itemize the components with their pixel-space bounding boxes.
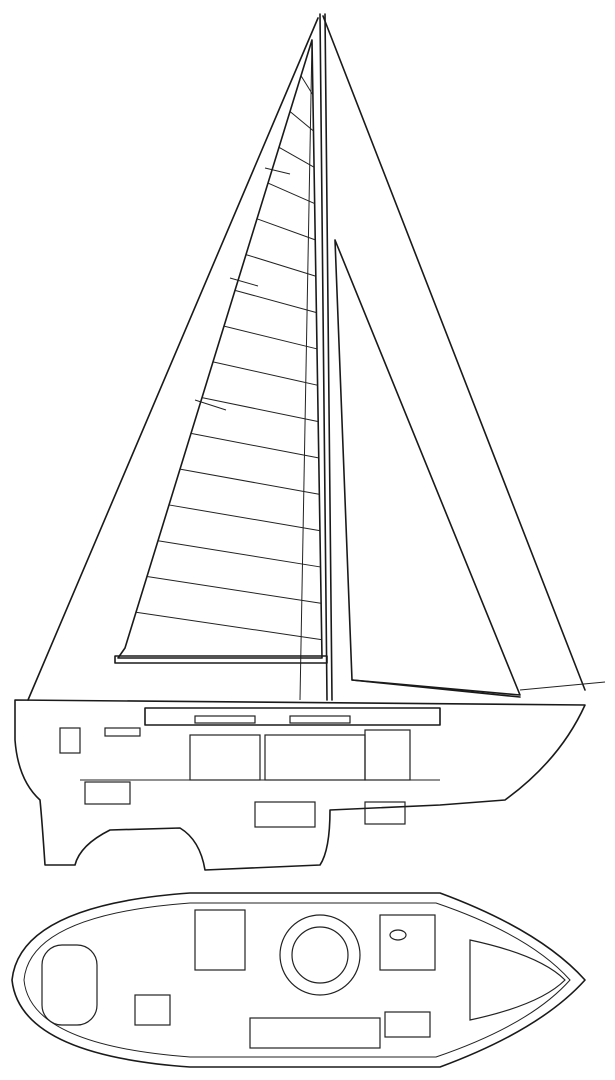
saloon-dinette (279, 914, 361, 996)
reef-point (229, 277, 259, 287)
mainsail (114, 39, 328, 664)
aft-cockpit-grating (41, 944, 98, 1026)
sail-batten-line (234, 289, 317, 313)
hull-outline (14, 699, 586, 871)
reef-point (264, 167, 291, 175)
hull-profile (14, 699, 586, 871)
sail-batten-line (190, 432, 319, 459)
cabin-trunk (144, 707, 441, 726)
galley (194, 909, 246, 971)
mast (319, 13, 328, 701)
deck-plan-outline (11, 892, 586, 1068)
porthole (194, 715, 256, 724)
mainsail-outline (117, 39, 323, 659)
bowsprit-pulpit (519, 681, 606, 691)
staysail-outline (334, 239, 521, 696)
sail-batten-line (267, 182, 315, 204)
sail-batten-line (256, 218, 316, 241)
sink (389, 929, 407, 941)
sail-batten-line (289, 111, 314, 132)
settee (249, 1017, 381, 1049)
reef-point (194, 399, 227, 411)
sail-batten-line (168, 504, 320, 532)
nav-station (134, 994, 171, 1026)
locker (384, 1011, 431, 1038)
porthole (289, 715, 351, 724)
locker (364, 801, 406, 825)
sail-batten-line (223, 325, 317, 350)
head (379, 914, 436, 971)
head-cabinet (364, 729, 411, 781)
main-boom (114, 655, 328, 664)
sail-batten-line (146, 575, 321, 604)
galley-cabinet (189, 734, 261, 781)
sail-batten-line (212, 361, 318, 386)
sail-batten-line (245, 254, 316, 277)
staysail (334, 239, 606, 698)
locker (254, 801, 316, 828)
binnacle (59, 727, 81, 754)
mast-aft-edge (324, 13, 333, 701)
sail-batten-line (179, 468, 320, 495)
saloon-settee (264, 734, 366, 781)
shroud (299, 39, 313, 701)
inner-hull-line (23, 902, 571, 1058)
v-berth (469, 939, 566, 1021)
staysail-boom (351, 679, 521, 698)
sail-batten-line (135, 611, 322, 641)
rigging (27, 13, 586, 701)
sail-batten-line (278, 146, 315, 168)
mainsail-battens (135, 75, 322, 641)
sail-batten-line (300, 75, 314, 95)
backstay (27, 17, 319, 701)
sail-batten-line (157, 540, 321, 568)
porthole (104, 727, 141, 737)
saloon-table (291, 926, 349, 984)
sail-batten-line (201, 397, 318, 423)
locker (84, 781, 131, 805)
forestay (322, 15, 586, 691)
accommodation-plan (11, 892, 586, 1068)
